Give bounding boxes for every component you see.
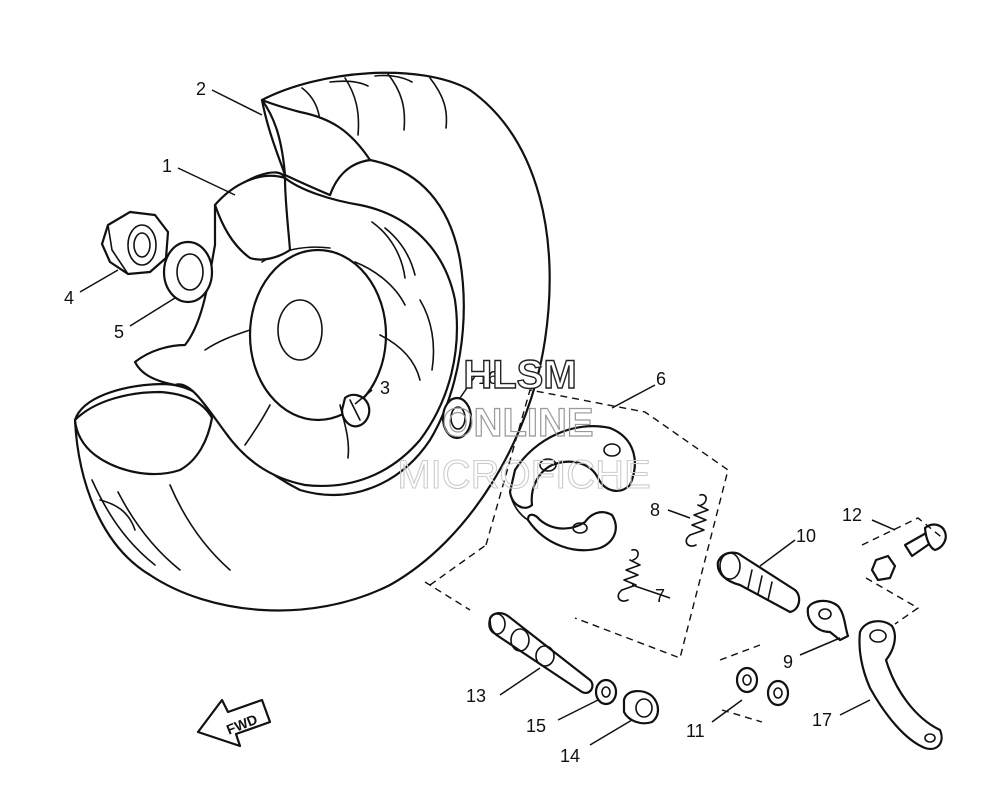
callout-2: 2 [196,79,206,99]
wear-indicator [806,599,850,642]
washer-11a [735,666,759,694]
callout-3: 3 [380,378,390,398]
callout-14: 14 [560,746,580,766]
watermark-line-2: ONLINE [442,401,593,445]
axle-nut [100,210,170,276]
wheel-hub [248,248,388,422]
callout-13: 13 [466,686,486,706]
callout-16: 16 [478,368,498,388]
brake-group-outline [485,389,729,659]
callout-17: 17 [812,710,832,730]
washer-15 [594,678,618,706]
fwd-arrow: FWD [196,698,272,748]
brake-cam-lever [858,620,943,750]
bolt-nut [870,554,897,582]
callout-11: 11 [686,721,705,741]
bolt-group-outline [861,517,946,546]
watermark-line-1: HLSM [463,353,576,397]
o-ring [441,396,473,440]
callout-7: 7 [655,586,665,606]
wheel-assembly [73,71,551,612]
brake-shoe [508,425,636,552]
axle-collar-nut [622,690,660,725]
callout-6: 6 [656,369,666,389]
spring-7 [617,548,641,602]
callout-10: 10 [796,526,816,546]
callout-15: 15 [526,716,546,736]
axle-shaft [488,612,594,694]
washer-11b [766,679,790,707]
spring-8 [685,493,709,547]
axle-group-outline [429,544,487,586]
brake-camshaft [716,551,801,614]
callout-9: 9 [783,652,793,672]
watermark-line-3: MICROFICHE [397,453,650,497]
callout-5: 5 [114,322,124,342]
callout-12: 12 [842,505,862,525]
washer-group-outline [719,644,761,661]
tire [73,71,551,612]
washer [162,240,214,304]
callout-1: 1 [162,156,172,176]
callout-4: 4 [64,288,74,308]
callout-8: 8 [650,500,660,520]
lever-group-outline [865,577,920,625]
bolt [903,523,947,558]
